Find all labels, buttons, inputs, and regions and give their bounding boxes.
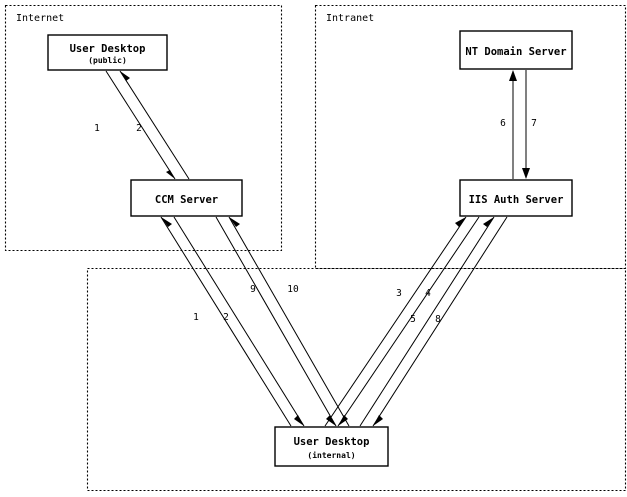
zone-internal-boundary	[86, 267, 627, 492]
flow-label-1-public: 1	[94, 123, 100, 134]
node-iis-auth-server-title: IIS Auth Server	[469, 194, 564, 206]
flow-label-2-public: 2	[136, 123, 142, 134]
flow-label-6: 6	[500, 118, 506, 129]
flow-arrowhead-1-public	[166, 170, 175, 179]
node-user-desktop-internal-title: User Desktop	[294, 436, 370, 448]
flow-group	[105, 70, 530, 427]
flow-label-9: 9	[250, 284, 256, 295]
flow-line-4	[337, 216, 480, 427]
flow-label-8: 8	[435, 314, 441, 325]
node-ccm-server-title: CCM Server	[155, 194, 218, 206]
flow-arrowhead-9	[326, 415, 336, 426]
node-nt-domain-server[interactable]	[459, 30, 573, 70]
flow-arrowhead-10	[229, 217, 240, 227]
flow-label-3: 3	[396, 288, 402, 299]
zone-label-intranet: Intranet	[326, 13, 374, 24]
flow-arrowhead-1-internal	[161, 217, 172, 227]
flow-arrowhead-3	[455, 217, 466, 227]
zone-internet-boundary	[4, 4, 283, 252]
flow-arrowhead-2-internal	[294, 415, 304, 426]
node-iis-auth-server[interactable]	[459, 179, 573, 217]
flow-arrowhead-8	[373, 415, 383, 426]
flow-arrowhead-6	[509, 70, 517, 81]
flow-line-1-internal	[160, 216, 292, 427]
node-user-desktop-public-subtitle: (public)	[88, 55, 127, 65]
flow-line-10	[228, 216, 350, 427]
node-nt-domain-server-title: NT Domain Server	[465, 46, 566, 58]
flow-label-7: 7	[531, 118, 537, 129]
flow-line-5	[359, 216, 495, 427]
flow-label-5: 5	[410, 314, 416, 325]
flow-label-2-internal: 2	[223, 312, 229, 323]
flow-label-4: 4	[425, 288, 431, 299]
flow-line-1-public	[105, 70, 176, 180]
flow-arrowhead-2-public	[120, 71, 130, 81]
node-group: User Desktop (public) CCM Server NT Doma…	[47, 30, 573, 467]
flow-line-2-public	[119, 70, 190, 180]
node-ccm-server[interactable]	[130, 179, 243, 217]
flow-line-3	[324, 216, 467, 427]
zone-intranet-boundary	[314, 4, 627, 270]
node-user-desktop-internal-subtitle: (internal)	[307, 450, 355, 460]
zone-group: Internet Intranet	[4, 4, 627, 492]
flow-arrowhead-5	[483, 217, 494, 227]
node-user-desktop-internal[interactable]	[274, 426, 389, 467]
flow-line-8	[372, 216, 508, 427]
node-user-desktop-public[interactable]	[47, 34, 168, 71]
flow-arrowhead-7	[522, 168, 530, 179]
flow-line-2-internal	[173, 216, 305, 427]
flow-label-group: 1 2 1 2 9 10 3 4 5 8 6 7	[94, 118, 537, 325]
node-user-desktop-public-title: User Desktop	[70, 43, 146, 55]
flow-arrowhead-4	[338, 415, 348, 426]
flow-label-10: 10	[287, 284, 299, 295]
flow-line-9	[215, 216, 337, 427]
flow-label-1-internal: 1	[193, 312, 199, 323]
zone-label-internet: Internet	[16, 13, 64, 24]
